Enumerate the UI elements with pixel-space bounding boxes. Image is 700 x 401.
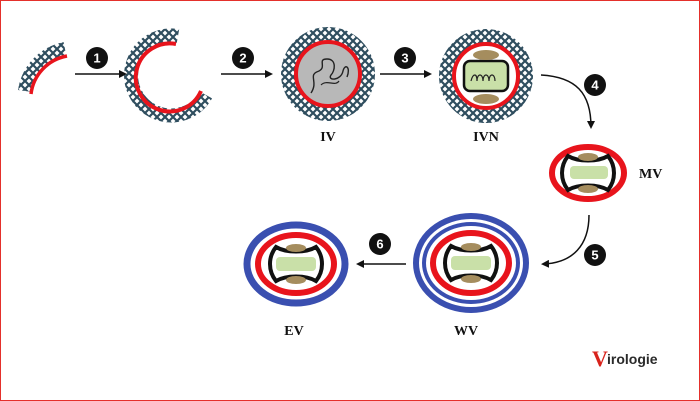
step-number: 6 (376, 237, 383, 252)
label-mv: MV (639, 167, 662, 182)
dna-strand-icon (470, 74, 496, 82)
label-ivn: IVN (473, 130, 499, 145)
step-badge-3: 3 (394, 47, 416, 69)
crescent-small (18, 42, 68, 95)
step-number: 3 (401, 51, 408, 66)
step-number: 4 (591, 78, 599, 93)
step-badge-1: 1 (86, 47, 108, 69)
step-badge-5: 5 (584, 244, 606, 266)
logo-initial: V (592, 346, 608, 371)
arrow-4 (540, 74, 595, 129)
step-number: 5 (591, 248, 598, 263)
step-badge-4: 4 (584, 74, 606, 96)
immature-virion-nucleoid (439, 29, 533, 123)
wrapped-virion (413, 213, 529, 313)
dna-strand-icon (310, 58, 350, 94)
arrow-5 (541, 214, 590, 268)
extracellular-virion (243, 221, 349, 307)
label-iv: IV (320, 130, 336, 145)
mature-virion (549, 144, 627, 202)
immature-virion (281, 27, 375, 121)
crescent-large (124, 28, 213, 123)
label-ev: EV (284, 324, 303, 339)
virologie-logo: V irologie (592, 346, 658, 371)
logo-text: irologie (607, 351, 658, 367)
label-wv: WV (454, 324, 478, 339)
step-number: 1 (93, 51, 100, 66)
arrows (75, 70, 595, 268)
step-badge-6: 6 (369, 233, 391, 255)
step-badge-2: 2 (232, 47, 254, 69)
step-number: 2 (239, 51, 246, 66)
